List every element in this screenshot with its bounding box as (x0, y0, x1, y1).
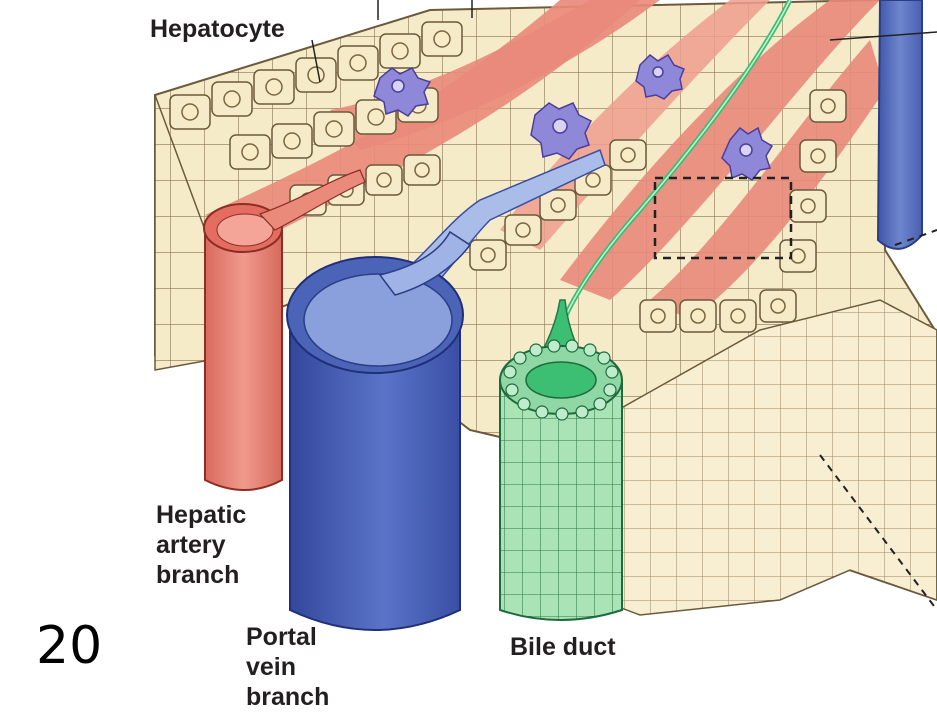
hepatic-artery-label-line-1: Hepatic (156, 501, 247, 529)
portal-vein-branch (286, 230, 472, 631)
bile-duct (499, 339, 623, 621)
inset-box (653, 176, 793, 260)
kupffer-cells (373, 53, 774, 181)
callout-line-lower (819, 454, 937, 611)
hepatocyte-leader (311, 39, 321, 83)
bile-duct-label: Bile duct (510, 633, 616, 661)
portal-vein-label-line-1: Portal (246, 623, 317, 651)
portal-vein-label-line-3: branch (246, 683, 330, 711)
hepatic-artery-branch-label: Hepatic artery branch (156, 500, 246, 590)
hepatic-artery-branch (203, 169, 366, 491)
hepatic-artery-label-line-3: branch (156, 561, 240, 589)
hepatocyte-label: Hepatocyte (150, 15, 285, 43)
hepatic-artery-label-line-2: artery (156, 531, 226, 559)
page-number: 20 (36, 616, 103, 676)
portal-vein-branch-label: Portal vein branch (246, 622, 329, 712)
portal-vein-label-line-2: vein (246, 653, 297, 681)
